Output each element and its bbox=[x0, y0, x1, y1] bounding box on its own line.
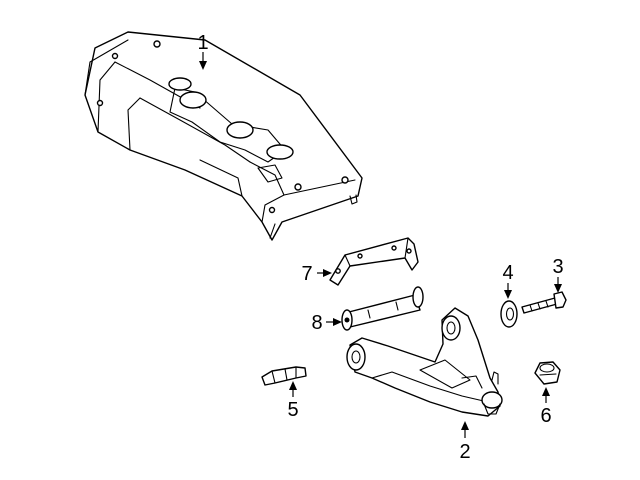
control-arm-part bbox=[346, 307, 503, 417]
arrowhead-6 bbox=[542, 387, 550, 396]
stud-part bbox=[261, 366, 307, 386]
callout-6: 6 bbox=[540, 405, 551, 427]
arrowhead-1 bbox=[199, 61, 207, 70]
arrowhead-2 bbox=[461, 421, 469, 430]
callout-3: 3 bbox=[552, 256, 563, 278]
arrowhead-7 bbox=[323, 269, 332, 277]
crossmember-part bbox=[84, 31, 363, 241]
arrowhead-4 bbox=[504, 290, 512, 299]
nut-part bbox=[534, 361, 561, 385]
callout-4: 4 bbox=[502, 262, 513, 284]
shaft-part bbox=[341, 286, 424, 331]
callout-1: 1 bbox=[197, 32, 208, 54]
callout-2: 2 bbox=[459, 441, 470, 463]
callout-7: 7 bbox=[301, 263, 312, 285]
bracket-part bbox=[329, 237, 419, 286]
arrowhead-5 bbox=[289, 381, 297, 390]
bolt-part bbox=[521, 291, 567, 314]
callout-labels: 1 2 3 4 5 6 7 8 bbox=[197, 32, 563, 463]
callout-8: 8 bbox=[311, 312, 322, 334]
callout-5: 5 bbox=[287, 399, 298, 421]
arrowhead-3 bbox=[554, 284, 562, 293]
arrowhead-8 bbox=[333, 318, 342, 326]
washer-part bbox=[500, 300, 518, 328]
callout-leaders bbox=[199, 52, 562, 438]
